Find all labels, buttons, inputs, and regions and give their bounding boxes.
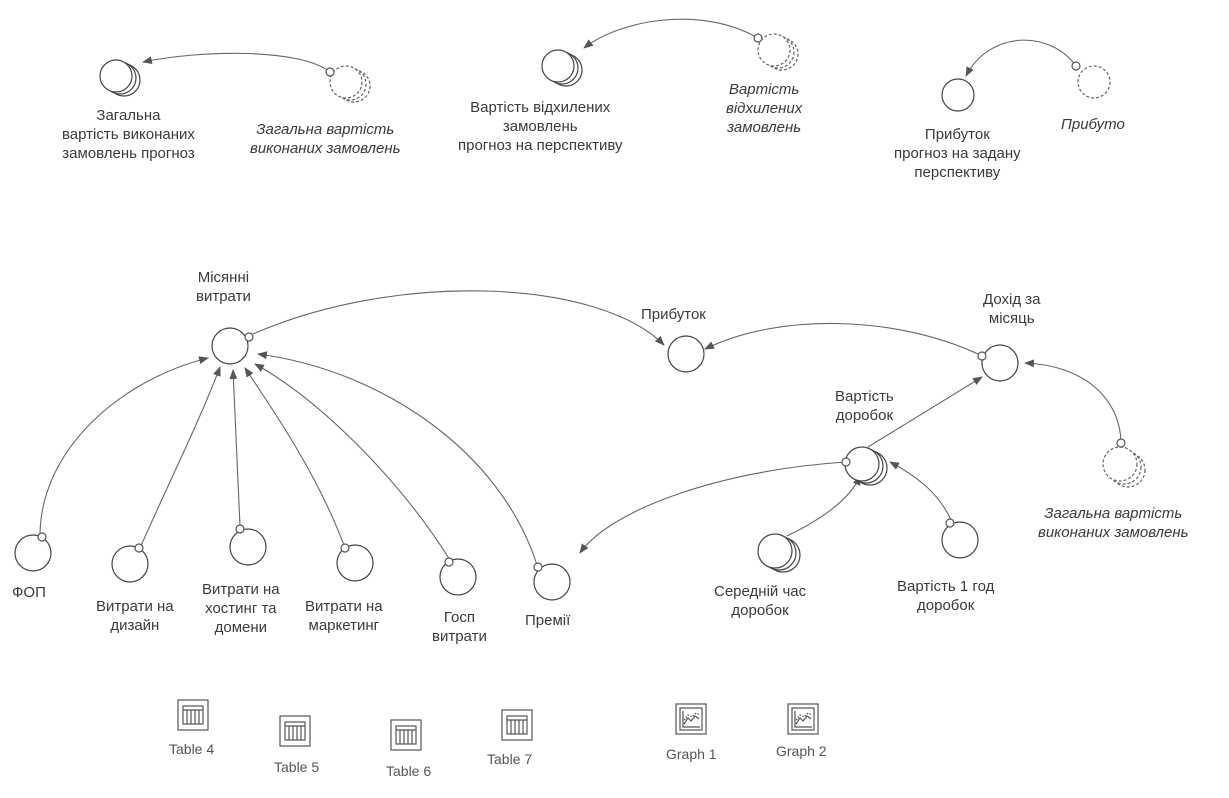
ghost-profit-label: Прибуто (1061, 116, 1125, 133)
link-income-to-profit[interactable] (704, 322, 983, 357)
link-bonuses-to-costs[interactable] (257, 351, 538, 566)
table-6-label[interactable]: Table 6 (386, 763, 432, 779)
link-household-to-costs[interactable] (254, 363, 451, 561)
table-5-icon[interactable] (279, 715, 311, 747)
bonuses-node[interactable] (533, 563, 571, 601)
household-costs-node[interactable] (439, 558, 477, 596)
link-rework-to-income[interactable] (867, 376, 983, 448)
link-fop-to-costs[interactable] (39, 356, 209, 537)
hosting-costs-label: Витрати на хостинг та домени (202, 581, 280, 636)
rework-cost-connector (841, 457, 851, 467)
forecast-rejected-node[interactable] (541, 49, 583, 87)
household-costs-connector (444, 557, 454, 567)
hour-cost-label: Вартість 1 год доробок (897, 578, 995, 614)
rework-cost-label: Вартість доробок (835, 388, 894, 424)
table-4-icon[interactable] (177, 699, 209, 731)
monthly-income-node[interactable] (981, 344, 1019, 382)
link-ghost-profit-to-forecast[interactable] (965, 39, 1077, 77)
graph-2-icon[interactable] (787, 703, 819, 735)
avg-rework-time-label: Середній час доробок (714, 583, 807, 619)
fop-node[interactable] (14, 534, 52, 572)
monthly-costs-label: Місянні витрати (196, 269, 251, 305)
ghost-total-orders-node[interactable] (1102, 446, 1146, 488)
hosting-costs-connector (235, 524, 245, 534)
marketing-costs-connector (340, 543, 350, 553)
forecast-total-node[interactable] (99, 59, 141, 97)
table-7-icon[interactable] (501, 709, 533, 741)
design-costs-connector (134, 543, 144, 553)
ghost-total-orders-label: Загальна вартість виконаних замовлень (1038, 505, 1189, 541)
table-6-icon[interactable] (390, 719, 422, 751)
ghost-rejected-label: Вартість відхилених замовлень (726, 81, 803, 136)
monthly-costs-connector (244, 332, 254, 342)
profit-label: Прибуток (641, 306, 706, 323)
ghost-rejected-connector (753, 33, 763, 43)
monthly-income-connector (977, 351, 987, 361)
ghost-total-label: Загальна вартість виконаних замовлень (250, 121, 401, 157)
graph-2-label[interactable]: Graph 2 (776, 743, 827, 759)
design-costs-label: Витрати на дизайн (96, 598, 174, 634)
rework-cost-node[interactable] (844, 446, 888, 486)
link-hosting-to-costs[interactable] (229, 369, 241, 527)
avg-rework-time-node[interactable] (757, 533, 801, 573)
monthly-income-label: Дохід за місяць (983, 291, 1041, 327)
link-ghost-total-to-forecast[interactable] (142, 52, 331, 73)
ghost-total-node[interactable] (329, 65, 371, 103)
link-hour-cost-to-rework[interactable] (889, 461, 953, 523)
graph-1-icon[interactable] (675, 703, 707, 735)
ghost-total-orders-connector (1116, 438, 1126, 448)
fop-label: ФОП (12, 584, 46, 601)
link-marketing-to-costs[interactable] (244, 367, 346, 549)
link-ghost-to-income[interactable] (1024, 359, 1122, 444)
hosting-costs-node[interactable] (229, 528, 267, 566)
ghost-profit-node[interactable] (1077, 65, 1111, 99)
marketing-costs-node[interactable] (336, 544, 374, 582)
ghost-rejected-node[interactable] (757, 33, 799, 71)
hour-cost-node[interactable] (941, 521, 979, 559)
fop-connector (37, 532, 47, 542)
link-design-to-costs[interactable] (139, 366, 221, 549)
design-costs-node[interactable] (111, 545, 149, 583)
forecast-profit-label: Прибуток прогноз на задану перспективу (894, 126, 1021, 181)
forecast-rejected-label: Вартість відхилених замовлень прогноз на… (458, 99, 623, 154)
link-avg-time-to-rework[interactable] (786, 475, 861, 537)
forecast-total-label: Загальна вартість виконаних замовлень пр… (62, 107, 195, 162)
link-rework-to-bonuses[interactable] (579, 461, 847, 554)
table-7-label[interactable]: Table 7 (487, 751, 533, 767)
ghost-profit-connector (1071, 61, 1081, 71)
table-5-label[interactable]: Table 5 (274, 759, 320, 775)
monthly-costs-node[interactable] (211, 327, 249, 365)
ghost-total-connector (325, 67, 335, 77)
table-4-label[interactable]: Table 4 (169, 741, 215, 757)
bonuses-connector (533, 562, 543, 572)
household-costs-label: Госп витрати (432, 609, 487, 645)
link-costs-to-profit[interactable] (252, 290, 665, 346)
marketing-costs-label: Витрати на маркетинг (305, 598, 383, 634)
forecast-profit-node[interactable] (941, 78, 975, 112)
hour-cost-connector (945, 518, 955, 528)
profit-node[interactable] (667, 335, 705, 373)
graph-1-label[interactable]: Graph 1 (666, 746, 717, 762)
bonuses-label: Премії (525, 612, 571, 629)
link-ghost-rejected-to-forecast[interactable] (583, 18, 759, 49)
